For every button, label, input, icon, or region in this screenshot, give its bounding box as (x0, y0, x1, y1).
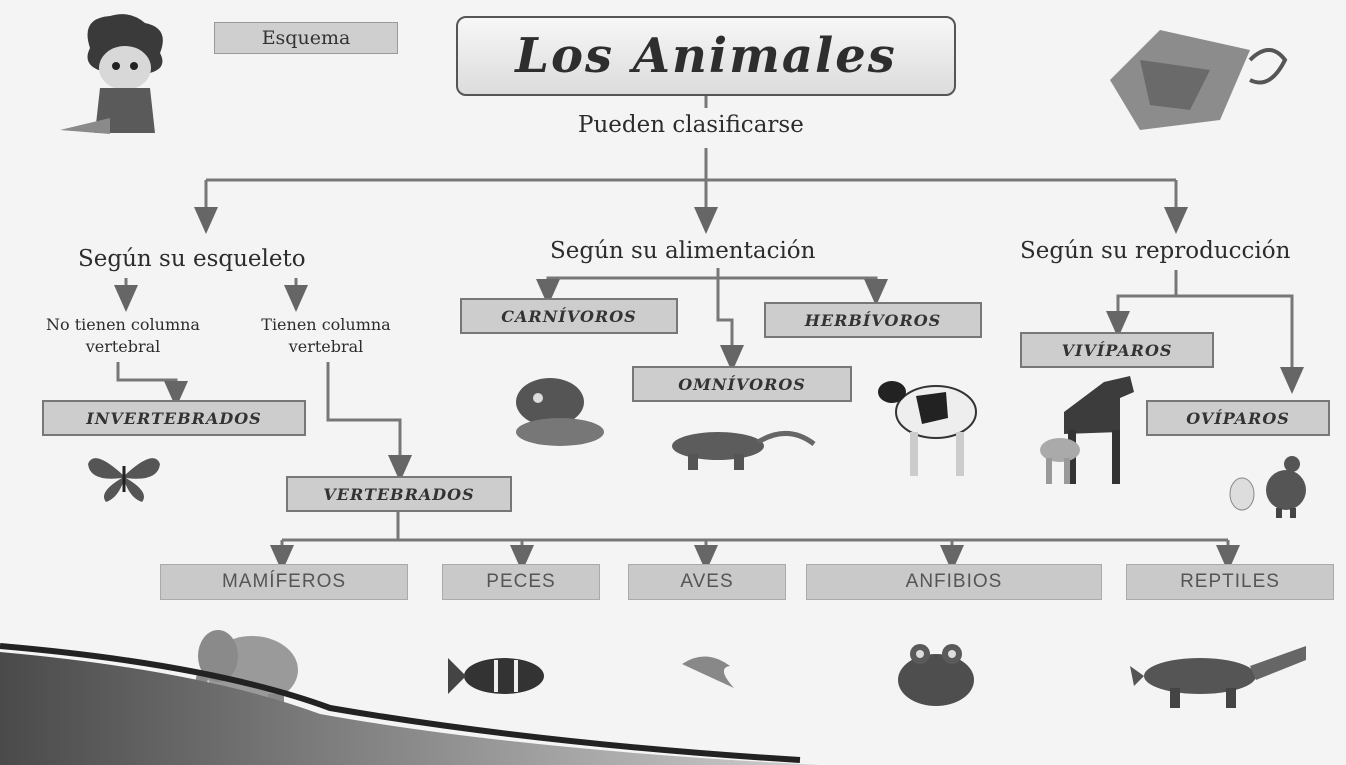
oviparous-box: OVÍPAROS (1146, 400, 1330, 436)
class-birds: AVES (628, 564, 786, 600)
fish-icon (448, 658, 544, 694)
no-spine-line-2: vertebral (85, 337, 161, 356)
spine-line-2: vertebral (288, 337, 364, 356)
spine-line-1: Tienen columna (261, 315, 391, 334)
cartoon-boy-icon (60, 14, 163, 134)
butterfly-icon (88, 458, 160, 502)
class-reptiles: REPTILES (1126, 564, 1334, 600)
bird-icon (682, 656, 734, 688)
class-fish: PECES (442, 564, 600, 600)
frog-icon (898, 644, 974, 706)
chick-and-egg-icon (1229, 456, 1306, 518)
omnivores-box: OMNÍVOROS (632, 366, 852, 402)
no-spine-label: No tienen columna vertebral (18, 314, 228, 358)
page-title: Los Animales (456, 16, 956, 96)
class-mammals: MAMÍFEROS (160, 564, 408, 600)
ribbon-decoration-icon (1110, 30, 1288, 130)
horse-and-foal-icon (1040, 376, 1134, 484)
branch-reproduction: Según su reproducción (1020, 238, 1291, 264)
no-spine-line-1: No tienen columna (46, 315, 200, 334)
spine-label: Tienen columna vertebral (236, 314, 416, 358)
subtitle: Pueden clasificarse (578, 112, 804, 138)
esquema-tag: Esquema (214, 22, 398, 54)
carnivores-box: CARNÍVOROS (460, 298, 678, 334)
branch-skeleton: Según su esqueleto (78, 246, 306, 272)
invertebrates-box: INVERTEBRADOS (42, 400, 306, 436)
cow-icon (878, 381, 977, 476)
vertebrates-box: VERTEBRADOS (286, 476, 512, 512)
crocodile-icon (1130, 646, 1306, 708)
herbivores-box: HERBÍVOROS (764, 302, 982, 338)
lizard-icon (672, 431, 816, 470)
swoosh-decoration (0, 643, 820, 765)
branch-diet: Según su alimentación (550, 238, 816, 264)
class-amphibians: ANFIBIOS (806, 564, 1102, 600)
viviparous-box: VIVÍPAROS (1020, 332, 1214, 368)
dinosaur-icon (516, 378, 604, 446)
